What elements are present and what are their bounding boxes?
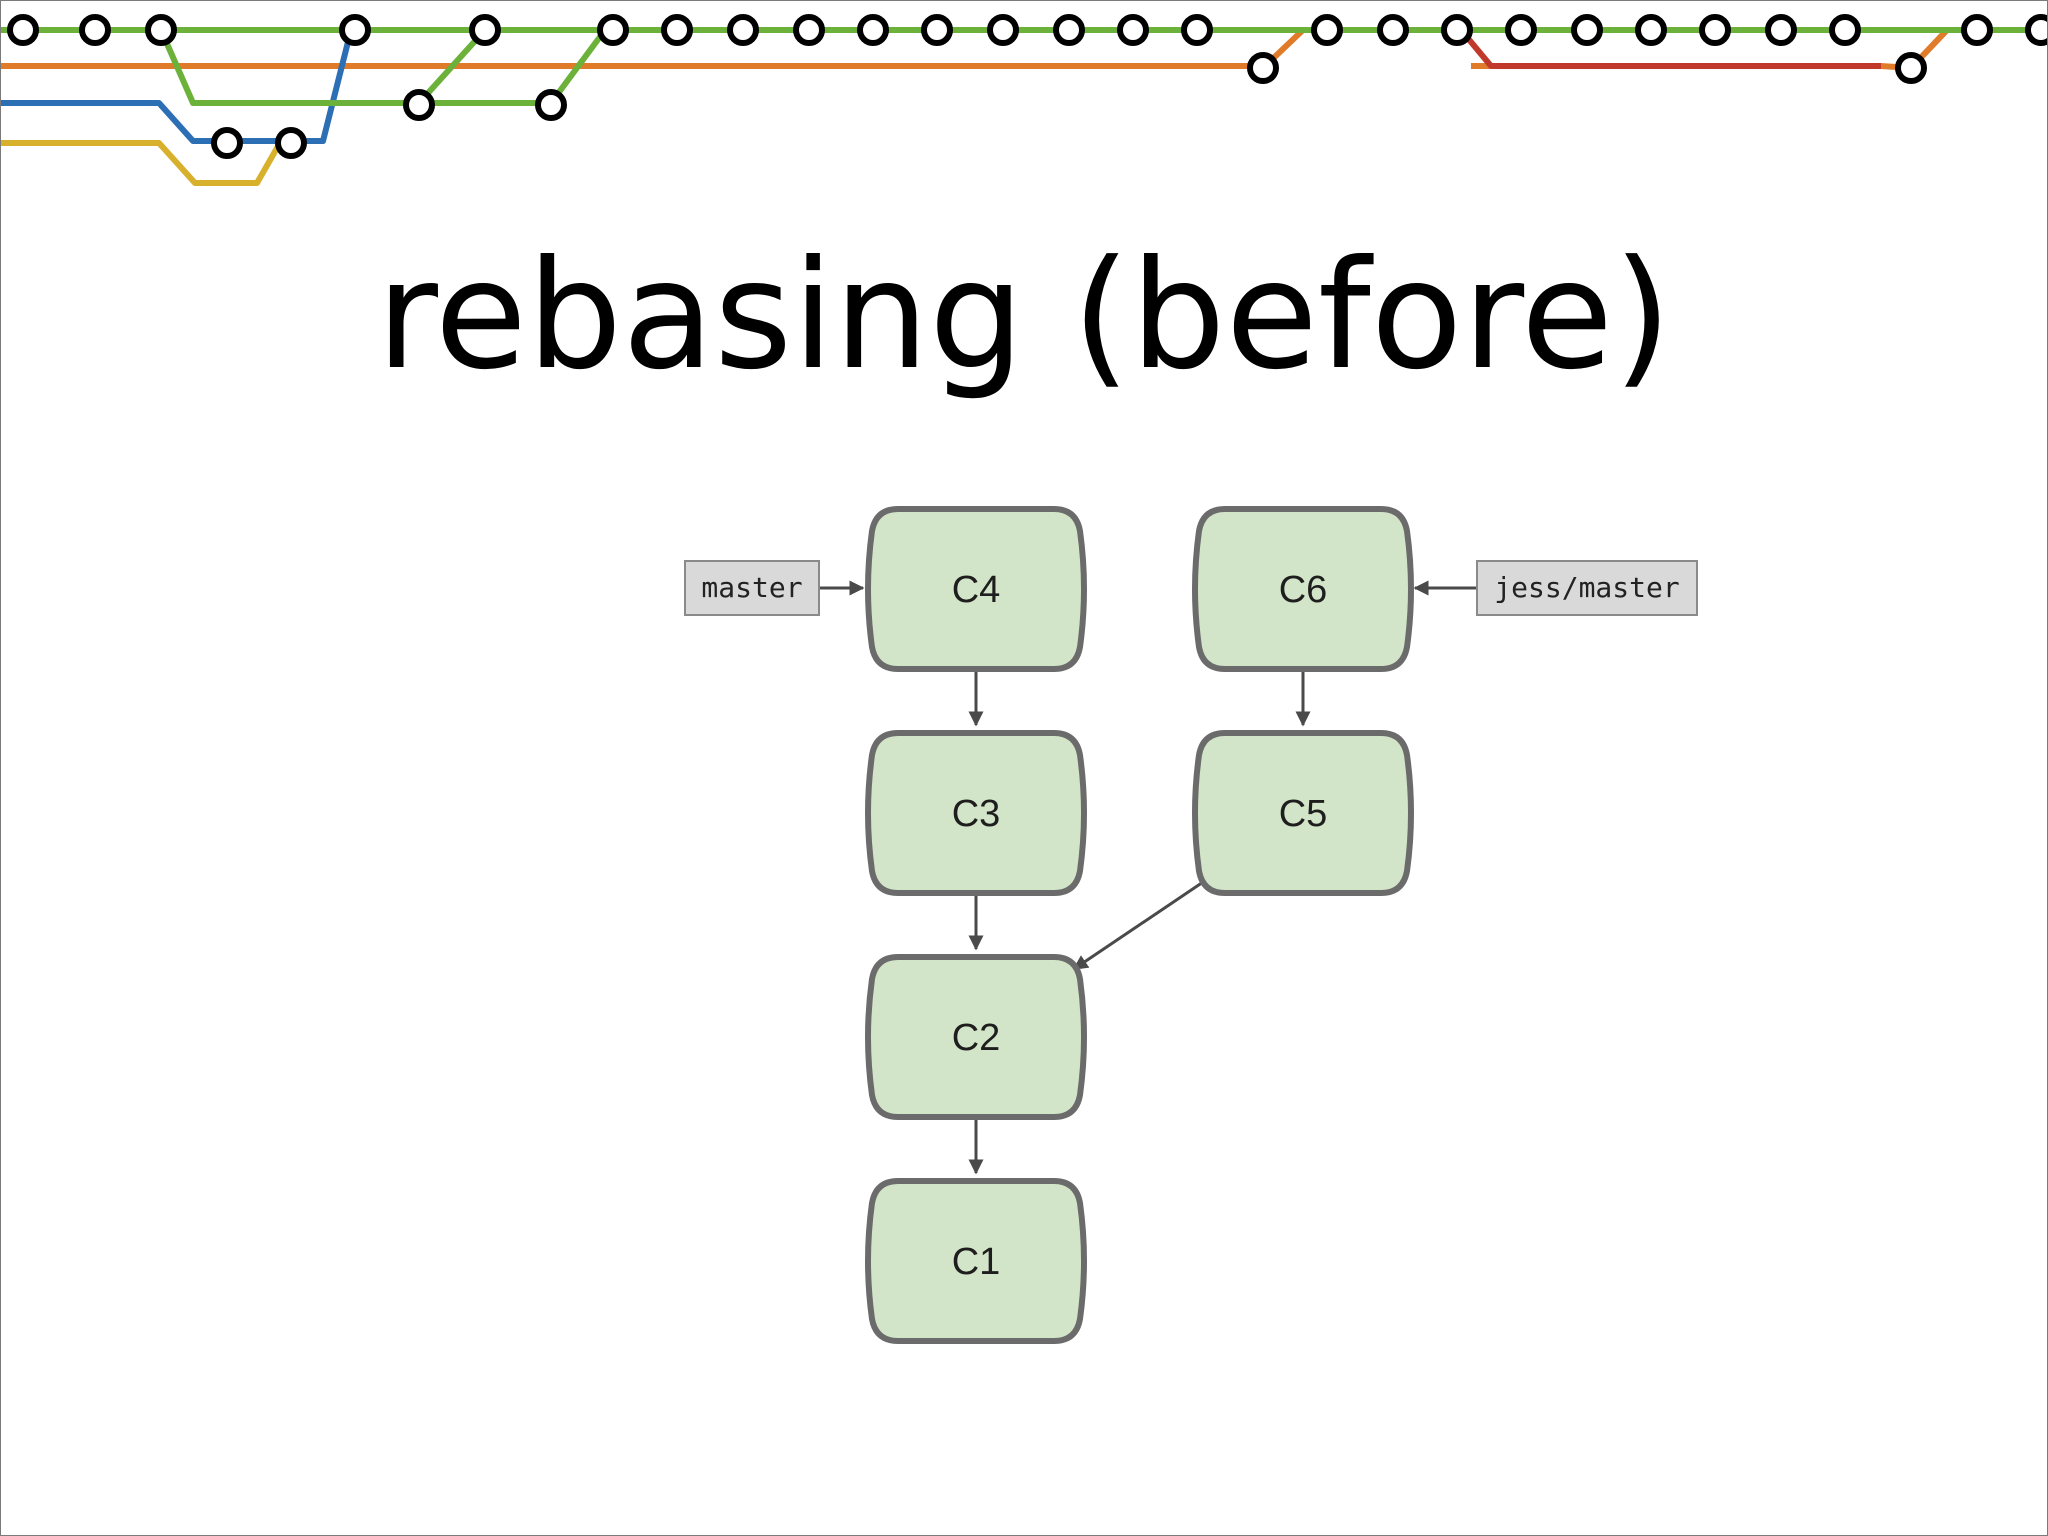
commit-dot-icon [1117,14,1149,46]
commit-dot-icon [275,127,307,159]
commit-c4: C4 [868,509,1084,669]
commit-dot-icon [661,14,693,46]
commit-dot-icon [1053,14,1085,46]
red-line [1458,28,1881,69]
commit-c5: C5 [1195,733,1411,893]
commit-dot-icon [1377,14,1409,46]
ref-label: jess/master [1494,571,1679,604]
commit-dot-icon [921,14,953,46]
commit-dot-icon [469,14,501,46]
commit-dot-icon [145,14,177,46]
commit-label: C2 [952,1017,1001,1059]
commit-dot-icon [1505,14,1537,46]
commit-dot-icon [1961,14,1993,46]
edge-c5-c2 [1072,872,1216,971]
commit-dot-icon [857,14,889,46]
yellow-line [1,139,284,186]
branch-lines-banner [1,14,2047,186]
commit-c1: C1 [868,1181,1084,1341]
ref-label: master [701,571,802,604]
commit-dot-icon [1247,52,1279,84]
commit-label: C1 [952,1241,1001,1283]
commit-dot-icon [1441,14,1473,46]
commit-dot-icon [1311,14,1343,46]
slide-title: rebasing (before) [376,229,1672,403]
commit-c3: C3 [868,733,1084,893]
commit-label: C5 [1279,793,1328,835]
commit-dot-icon [2025,14,2047,46]
commit-dot-icon [793,14,825,46]
commit-dot-icon [211,127,243,159]
commit-label: C6 [1279,569,1328,611]
commit-dot-icon [1829,14,1861,46]
commit-c6: C6 [1195,509,1411,669]
commit-dot-icon [1571,14,1603,46]
commit-dot-icon [1181,14,1213,46]
commit-label: C4 [952,569,1001,611]
commit-dot-icon [339,14,371,46]
commit-dot-icon [1765,14,1797,46]
commit-dot-icon [597,14,629,46]
commit-dot-icon [79,14,111,46]
commit-dot-icon [403,89,435,121]
commit-c2: C2 [868,957,1084,1117]
commit-dot-icon [987,14,1019,46]
ref-jess-master: jess/master [1476,560,1698,616]
commit-dot-icon [1635,14,1667,46]
ref-master: master [684,560,820,616]
commit-dot-icon [1699,14,1731,46]
commit-dot-icon [7,14,39,46]
commit-dot-icon [1895,52,1927,84]
commit-dot-icon [535,89,567,121]
commit-dot-icon [727,14,759,46]
commit-label: C3 [952,793,1001,835]
